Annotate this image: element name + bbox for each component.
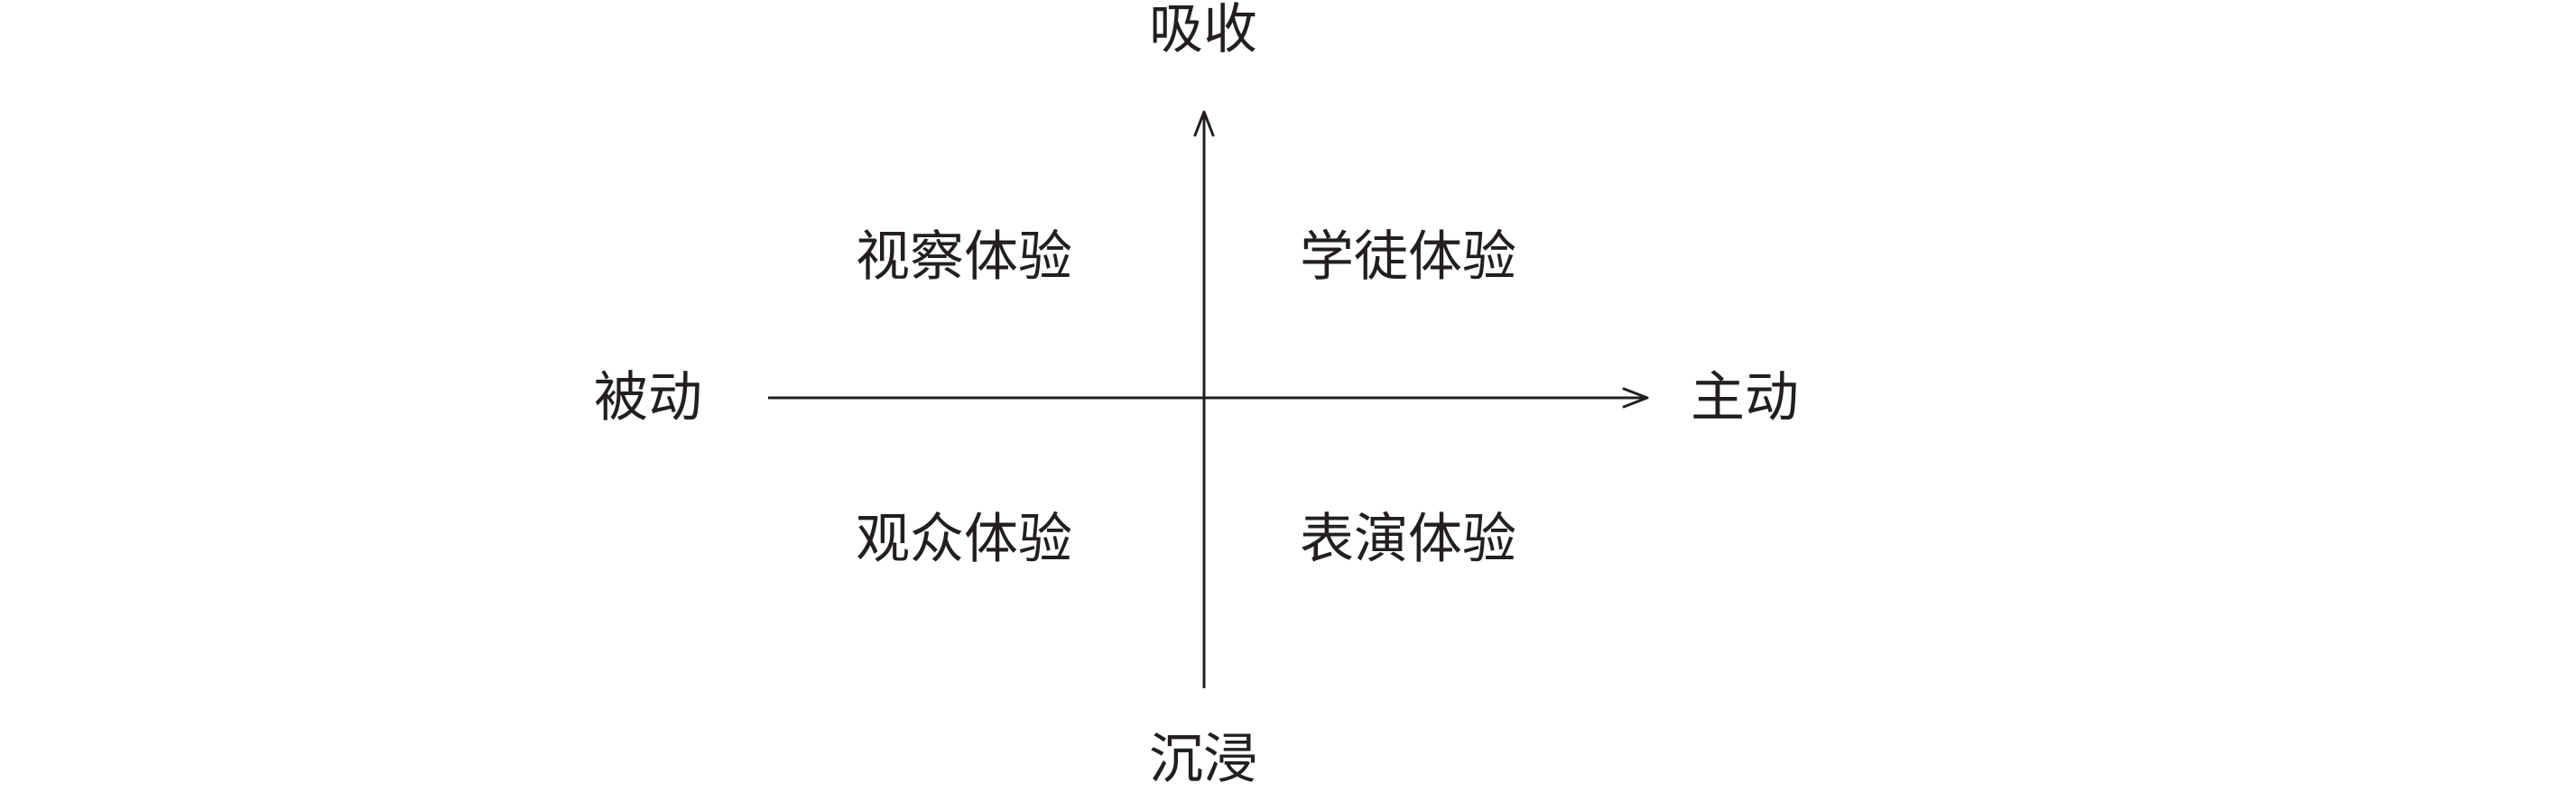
quadrant-label-bottom-right: 表演体验 bbox=[1300, 508, 1516, 571]
axis-label-right: 主动 bbox=[1691, 366, 1799, 429]
axis-label-top: 吸收 bbox=[1149, 0, 1257, 61]
quadrant-label-bottom-left: 观众体验 bbox=[856, 508, 1072, 571]
axis-label-bottom: 沉浸 bbox=[1149, 728, 1257, 791]
vertical-axis-arrow bbox=[1193, 110, 1215, 137]
quadrant-label-top-left: 视察体验 bbox=[856, 226, 1072, 289]
quadrant-label-top-right: 学徒体验 bbox=[1300, 226, 1516, 289]
axis-label-left: 被动 bbox=[594, 366, 702, 429]
horizontal-axis-arrow bbox=[1622, 387, 1649, 409]
